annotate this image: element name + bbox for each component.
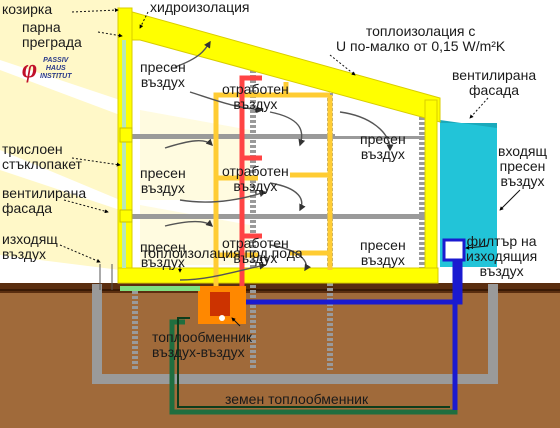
label-line: пресен [360,131,406,147]
label-line: въздух-въздух [152,344,245,360]
label-line: хидроизолация [150,0,250,15]
green-duct-under-floor [120,286,200,291]
passivhaus-logo-mark: φ [22,54,38,83]
label-outgoing-air: изходящ въздух [2,232,58,262]
airflow-arrows [164,40,394,281]
passivhaus-logo: φ PASSIV HAUS INSTITUT [22,56,98,84]
sunlight-beam [0,70,120,200]
label-pointer [499,189,521,211]
label-roof-insulation: топлоизолация с U по-малко от 0,15 W/m²K [336,24,505,54]
label-line: филтър на [466,233,537,249]
label-line: вентилирана [452,67,537,83]
label-floor-insulation: топлоизолация под пода [142,246,303,261]
label-shade: козирка [2,2,52,17]
label-line: топлоизолация с [365,23,476,39]
label-pointers [59,8,489,263]
label-line: въздух [500,173,545,189]
label-line: въздух [479,263,524,279]
label-incoming-fresh-air: входящ пресен въздух [498,144,547,189]
label-fresh-air-floor-1: пресен въздух [140,240,186,270]
label-line: топлообменник [152,329,253,345]
label-exhaust-filter: филтър на изходящия въздух [466,234,537,279]
label-fresh-air-right-lower: пресен въздух [360,238,406,268]
label-exhaust-air-attic: отработен въздух [222,82,289,112]
label-ventilated-facade-right: вентилирана фасада [452,68,536,98]
window-frame [119,209,133,223]
sunlight-beam [0,170,120,270]
logo-line: HAUS [45,65,66,72]
window-frame [119,127,133,143]
floor-slab [130,214,430,219]
label-fresh-air-floor-2: пресен въздух [140,166,186,196]
logo-line: PASSIV [43,57,69,64]
label-ventilated-facade-left: вентилирана фасада [2,186,86,216]
label-line: стъклопакет [2,156,82,172]
label-line: въздух [233,250,278,266]
label-line: въздух [360,252,405,268]
label-exhaust-air-floor-1: отработен въздух [222,236,289,266]
label-line: пресен [499,158,546,174]
label-line: вентилирана [2,185,87,201]
label-line: пресен [140,165,186,181]
label-line: козирка [2,1,53,17]
window [122,142,126,212]
label-line: трислоен [2,141,63,157]
label-line: U по-малко от 0,15 W/m²K [336,38,506,54]
logo-line: INSTITUT [40,73,72,80]
exhaust-air-ducts [239,75,262,292]
label-exhaust-air-floor-2: отработен въздух [222,164,289,194]
label-line: изходящ [2,231,58,247]
label-line: входящ [498,143,548,159]
label-line: въздух [233,178,278,194]
label-line: парна [22,19,61,35]
label-line: въздух [140,74,185,90]
label-line: отработен [222,163,289,179]
ground-heat-exchanger-pipe-inner [177,317,450,408]
soil-surface [0,283,560,293]
window [122,222,126,268]
label-line: земен топлообменник [225,391,369,407]
label-vapor-barrier: парна преграда [22,20,82,50]
label-line: пресен [140,239,186,255]
label-waterproofing: хидроизолация [150,0,250,15]
label-line: пресен [140,59,186,75]
label-air-heat-exchanger: топлообменник въздух-въздух [152,330,252,360]
label-ground-heat-exchanger: земен топлообменник [225,392,368,407]
heat-exchanger-port [219,315,225,321]
exhaust-filter-box [442,238,466,262]
label-line: топлоизолация под пода [142,245,303,261]
label-pointer [231,317,241,327]
label-pointer [465,245,489,250]
window [122,40,126,128]
label-line: изходящия [466,248,538,264]
label-line: отработен [222,235,289,251]
label-triple-glazing: трислоен стъклопакет [2,142,82,172]
sunlight-beam [0,0,120,100]
ventilated-facade-top [440,120,497,128]
heat-exchanger-core [210,292,230,316]
floor-slab [130,136,430,139]
floor-insulation [117,267,439,284]
label-line: пресен [360,237,406,253]
label-line: въздух [2,246,47,262]
label-line: фасада [2,200,53,216]
label-fresh-air-attic: пресен въздух [140,60,186,90]
label-line: преграда [22,34,82,50]
label-line: фасада [469,82,520,98]
sunlight-beam [140,205,250,265]
incoming-air-duct [246,258,463,305]
label-line: въздух [233,96,278,112]
passivhaus-logo-text: PASSIV HAUS INSTITUT [40,57,72,81]
label-line: отработен [222,81,289,97]
label-line: въздух [140,180,185,196]
wall-insulation-right [424,99,438,281]
label-line: въздух [140,254,185,270]
label-fresh-air-right-upper: пресен въздух [360,132,406,162]
label-line: въздух [360,146,405,162]
